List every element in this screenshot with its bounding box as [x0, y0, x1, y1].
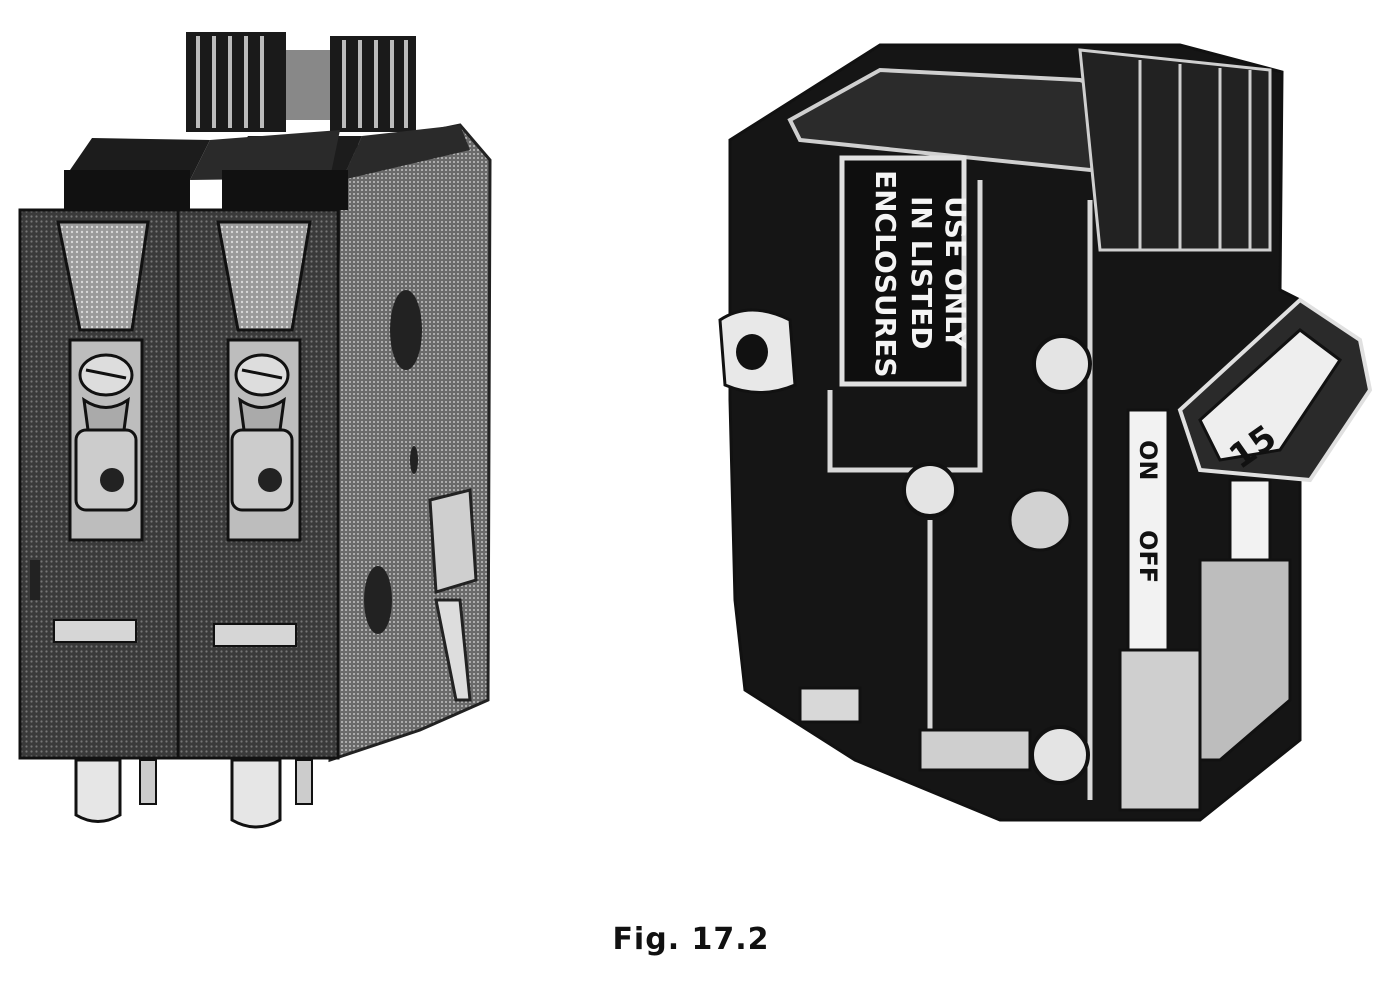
off-label: OFF — [1134, 530, 1162, 583]
breaker-left — [18, 32, 492, 829]
on-label: ON — [1134, 440, 1162, 481]
label-line-enclosures: ENCLOSURES — [869, 170, 902, 378]
rivet-icon — [1008, 488, 1072, 552]
label-line-in-listed: IN LISTED — [905, 196, 938, 350]
label-line-use-only: USE ONLY — [939, 196, 972, 349]
breaker-left-handles — [186, 32, 416, 132]
breaker-right-label-panel — [839, 155, 967, 387]
rivet-icon — [1032, 334, 1092, 394]
breaker-left-stabs — [74, 758, 313, 829]
figure-caption: Fig. 17.2 — [612, 922, 770, 957]
breaker-right: USE ONLY IN LISTED ENCLOSURES ON OFF 15 — [718, 43, 1373, 822]
terminal-screw-icon — [74, 353, 138, 512]
terminal-screw-icon — [230, 353, 294, 512]
rivet-icon — [902, 462, 958, 518]
rivet-icon — [1030, 725, 1090, 785]
